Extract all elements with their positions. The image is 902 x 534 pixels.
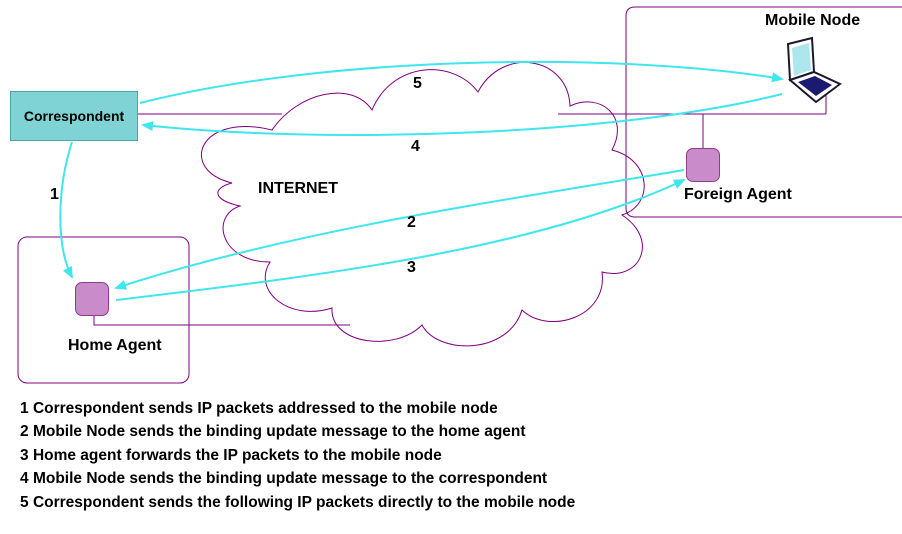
mobile-node-label: Mobile Node: [765, 12, 861, 29]
internet-cloud: [201, 62, 645, 347]
mobile-ip-diagram: Correspondent Mobile Node Foreign Agent …: [10, 6, 902, 384]
link-home-agent-internet: [93, 314, 350, 326]
legend-num: 2: [20, 423, 29, 441]
home-network-box: [17, 236, 190, 384]
arrow-step-2: [114, 169, 685, 290]
legend-item-2: 2 Mobile Node sends the binding update m…: [20, 420, 575, 443]
home-agent-node: [75, 282, 109, 316]
foreign-network-box: [625, 6, 902, 218]
laptop-icon: [786, 36, 842, 104]
foreign-agent-node: [686, 148, 720, 182]
arrow-step-4: [141, 93, 783, 136]
legend-item-1: 1 Correspondent sends IP packets address…: [20, 397, 575, 420]
step-legend: 1 Correspondent sends IP packets address…: [20, 397, 575, 514]
legend-text: Correspondent sends IP packets addressed…: [32, 400, 498, 417]
step-label-4: 4: [411, 138, 420, 155]
legend-text: Mobile Node sends the binding update mes…: [32, 470, 548, 488]
arrow-step-1: [59, 141, 73, 279]
arrow-step-5: [139, 60, 784, 104]
legend-num: 3: [20, 446, 29, 464]
step-label-3: 3: [407, 259, 416, 276]
legend-num: 4: [20, 470, 29, 488]
legend-text: Home agent forwards the IP packets to th…: [32, 446, 442, 464]
step-label-2: 2: [407, 214, 416, 231]
foreign-agent-label: Foreign Agent: [684, 186, 792, 203]
legend-num: 5: [20, 493, 29, 511]
correspondent-node: Correspondent: [10, 91, 138, 141]
internet-label: INTERNET: [258, 180, 338, 197]
legend-item-5: 5 Correspondent sends the following IP p…: [20, 491, 575, 514]
legend-item-4: 4 Mobile Node sends the binding update m…: [20, 467, 575, 490]
step-label-1: 1: [50, 186, 59, 203]
legend-text: Mobile Node sends the binding update mes…: [32, 423, 526, 441]
legend-num: 1: [20, 400, 29, 417]
diagram-canvas: [17, 6, 902, 384]
legend-text: Correspondent sends the following IP pac…: [32, 493, 576, 511]
home-agent-label: Home Agent: [68, 337, 162, 354]
step-label-5: 5: [413, 75, 422, 92]
legend-item-3: 3 Home agent forwards the IP packets to …: [20, 444, 575, 467]
arrow-step-3: [115, 179, 686, 301]
